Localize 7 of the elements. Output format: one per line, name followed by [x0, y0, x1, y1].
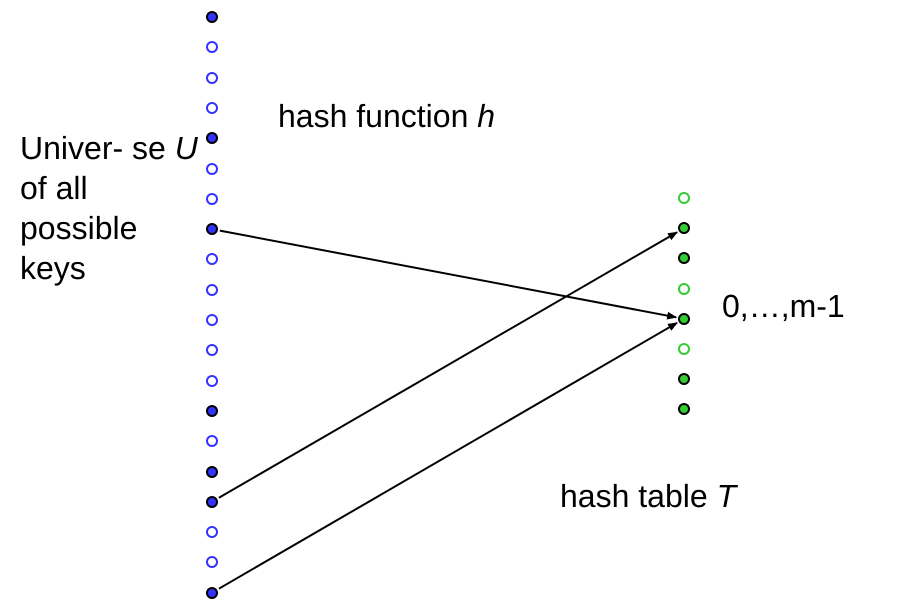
arrow	[220, 230, 678, 320]
arrow	[218, 322, 678, 590]
text-label: hash function h	[278, 97, 496, 136]
text-label: Univer- se U of all possible keys	[20, 129, 199, 288]
arrow	[218, 231, 678, 499]
text-label: hash table T	[560, 477, 739, 516]
text-label: 0,…,m-1	[722, 287, 846, 326]
